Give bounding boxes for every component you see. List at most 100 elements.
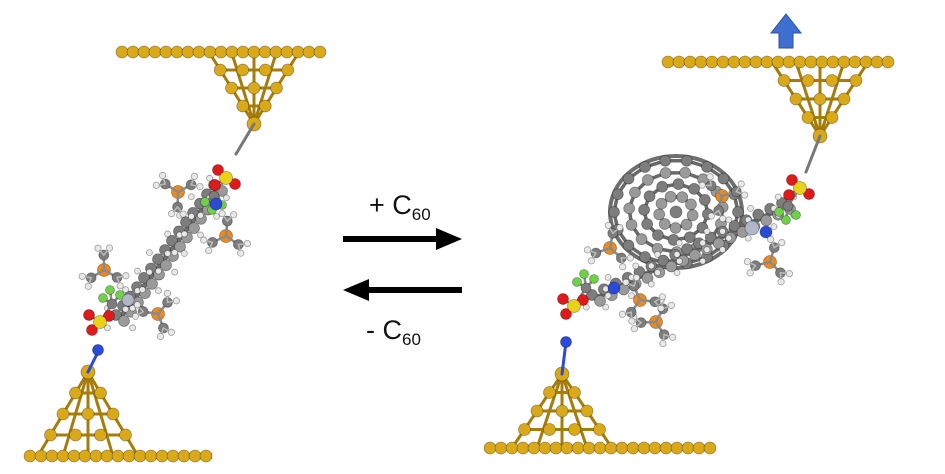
carbon-atom [782, 200, 794, 212]
gold-atom [111, 449, 125, 463]
carbon-atom [732, 206, 744, 218]
nitrogen-atom [209, 197, 223, 211]
fluorine-atom [774, 207, 784, 217]
fluorine-atom [105, 285, 115, 295]
gold-atom [56, 449, 70, 463]
carbon-atom [681, 243, 693, 255]
hydrogen-atom [741, 191, 749, 199]
carbon-atom [665, 260, 678, 273]
gold-atom [870, 55, 884, 69]
nitrogen-atom [560, 336, 572, 348]
gold-atom [159, 45, 173, 59]
hydrogen-atom [725, 234, 733, 242]
bond [252, 50, 278, 126]
oxygen-atom [212, 164, 224, 176]
hydrogen-atom [767, 235, 775, 243]
gold-atom [560, 441, 574, 455]
gold-atom [604, 441, 618, 455]
hydrogen-atom [187, 193, 195, 201]
forward-label-text: + C [369, 190, 412, 220]
gold-atom [494, 441, 508, 455]
carbon-atom [641, 218, 654, 231]
gold-atom [100, 449, 114, 463]
hydrogen-atom [129, 304, 137, 312]
gold-atom [716, 55, 730, 69]
hydrogen-atom [785, 270, 794, 278]
carbon-atom [688, 182, 700, 195]
hydrogen-atom [164, 250, 172, 257]
oxygen-atom [577, 294, 589, 306]
hydrogen-atom [602, 303, 610, 311]
carbon-atom [679, 166, 692, 179]
hydrogen-atom [156, 332, 165, 341]
sulfur-atom [567, 299, 581, 313]
oxygen-atom [783, 189, 795, 201]
carbon-atom [639, 251, 651, 263]
hydrogen-atom [744, 234, 752, 242]
carbon-atom [698, 193, 711, 206]
bond [818, 60, 846, 138]
hydrogen-atom [703, 227, 711, 235]
hydrogen-atom [158, 171, 167, 180]
gold-atom [192, 45, 206, 59]
gold-atom [543, 386, 556, 399]
metal-atom [121, 293, 135, 307]
bond [234, 122, 256, 156]
gold-atom [94, 428, 107, 442]
gold-atom [133, 449, 147, 463]
hydrogen-atom [699, 239, 707, 247]
hydrogen-atom [94, 244, 102, 252]
gold-electrode [661, 55, 895, 144]
gold-atom [826, 55, 840, 69]
carbon-atom [174, 240, 186, 253]
gold-atom [670, 441, 684, 455]
fluorine-atom [115, 290, 125, 300]
hydrogen-atom [626, 254, 634, 262]
oxygen-atom [86, 324, 98, 336]
gold-atom [749, 55, 763, 69]
gold-electrode [115, 45, 327, 132]
hydrogen-atom [673, 250, 681, 258]
hydrogen-atom [138, 286, 146, 294]
gold-atom [236, 45, 250, 59]
gold-atom [555, 404, 569, 418]
gold-atom [801, 111, 815, 124]
hydrogen-atom [669, 333, 677, 341]
gold-atom [849, 74, 863, 87]
right-junction-with-c60 [483, 55, 895, 455]
gold-atom [782, 55, 796, 69]
gold-atom [568, 386, 581, 399]
carbon-atom [118, 315, 130, 327]
gold-atom [859, 55, 873, 69]
gold-atom [258, 45, 272, 59]
hydrogen-atom [104, 324, 111, 332]
hydrogen-atom [632, 262, 640, 270]
hydrogen-atom [604, 292, 612, 300]
gold-atom [483, 441, 497, 455]
gold-atom [115, 45, 129, 59]
gold-atom [659, 441, 673, 455]
fluorine-atom [200, 197, 210, 207]
gold-atom [648, 441, 662, 455]
fluorine-atom [98, 293, 108, 303]
oxygen-atom [209, 179, 221, 191]
gold-atom [593, 423, 606, 436]
hydrogen-atom [658, 293, 667, 301]
oxygen-atom [83, 309, 95, 321]
hydrogen-atom [583, 246, 592, 254]
gold-atom [568, 423, 581, 436]
carbon-atom [704, 231, 717, 244]
gold-atom [793, 55, 807, 69]
hydrogen-atom [725, 216, 733, 224]
gold-atom [199, 449, 213, 463]
bond [804, 134, 822, 174]
gold-atom [247, 45, 261, 59]
forward-label: + C60 [369, 190, 431, 225]
gold-atom [155, 449, 169, 463]
gold-atom [582, 441, 596, 455]
carbon-atom [146, 277, 158, 290]
gold-atom [543, 423, 556, 436]
carbon-atom [685, 198, 697, 211]
hydrogen-atom [197, 211, 204, 219]
nitrogen-atom [759, 225, 773, 239]
